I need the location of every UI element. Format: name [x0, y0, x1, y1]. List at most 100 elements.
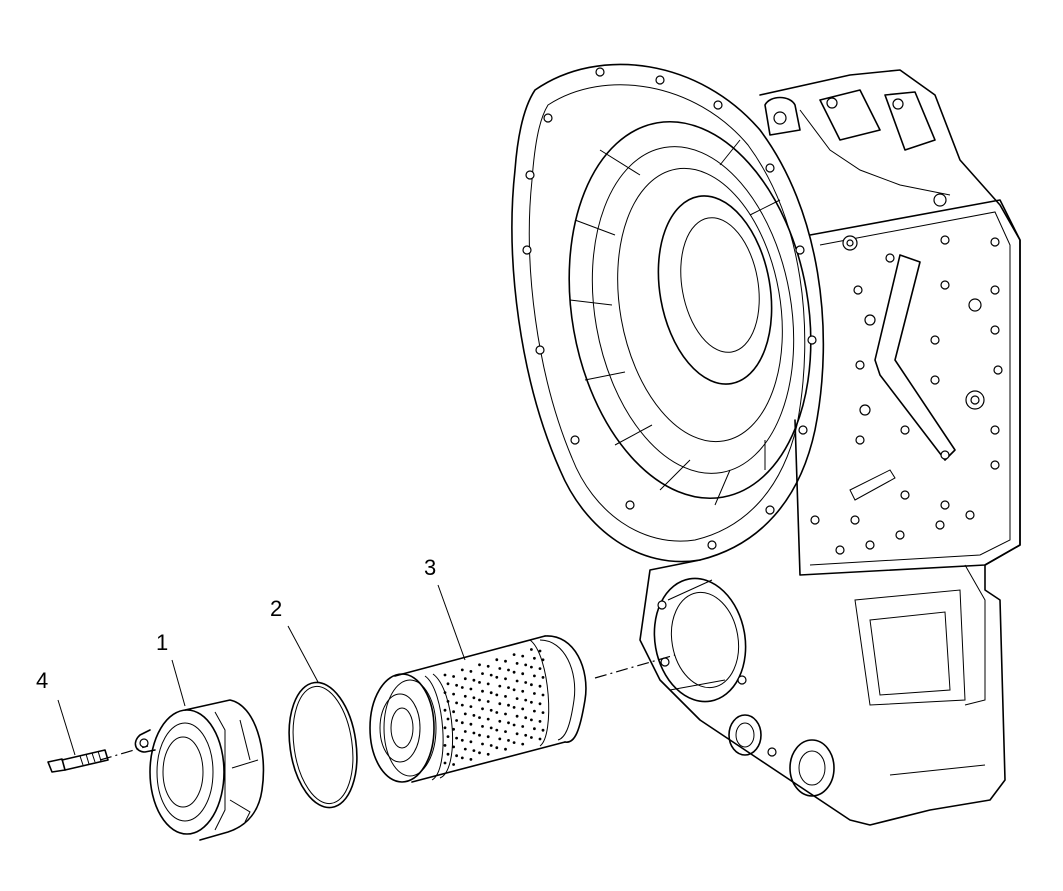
- perforation-dot: [446, 752, 450, 756]
- perforation-dot: [498, 684, 502, 688]
- leader-line-3: [437, 584, 466, 661]
- perforation-dot: [538, 649, 542, 653]
- perforation-dot: [446, 682, 450, 686]
- perforation-dot: [521, 654, 525, 658]
- perforation-dot: [489, 744, 493, 747]
- callout-1: 1: [156, 630, 169, 655]
- perforation-dot: [452, 675, 455, 678]
- assembly-axis-line: [99, 654, 676, 761]
- perforation-dot: [469, 740, 473, 744]
- perforation-dot: [495, 728, 499, 732]
- perforation-dot: [463, 694, 467, 698]
- perforation-dot: [489, 673, 493, 677]
- perforation-dot: [507, 703, 510, 707]
- perforation-dot: [533, 727, 536, 731]
- perforation-dot: [504, 712, 507, 716]
- perforation-dot: [530, 718, 533, 722]
- perforation-dot: [524, 681, 528, 684]
- perforation-dot: [452, 692, 455, 696]
- perforation-dot: [455, 701, 458, 705]
- perforation-dot: [498, 667, 502, 670]
- perforation-dot: [530, 665, 533, 669]
- perforation-dot: [524, 663, 528, 667]
- filter-element-icon: [369, 635, 587, 783]
- perforation-dot: [541, 728, 545, 732]
- perforation-dot: [489, 726, 493, 730]
- perforation-dot: [460, 668, 464, 672]
- perforation-dot: [481, 689, 484, 693]
- perforation-dot: [443, 761, 447, 765]
- perforation-dot: [521, 707, 525, 711]
- perforation-dot: [486, 664, 490, 668]
- perforation-dot: [541, 676, 545, 679]
- perforation-dot: [512, 653, 516, 656]
- perforation-dot: [443, 708, 447, 712]
- perforation-dot: [524, 716, 528, 720]
- perforation-dot: [530, 736, 533, 739]
- perforation-dot: [463, 730, 467, 733]
- perforation-dot: [541, 658, 545, 662]
- perforation-dot: [538, 684, 542, 688]
- perforation-dot: [469, 758, 473, 761]
- perforation-dot: [463, 677, 467, 681]
- perforation-dot: [507, 721, 510, 725]
- perforation-dot: [460, 756, 464, 760]
- perforation-dot: [452, 745, 455, 749]
- perforation-dot: [538, 702, 542, 706]
- perforation-dot: [533, 709, 536, 713]
- perforation-dot: [460, 686, 464, 689]
- perforation-dot: [530, 683, 533, 687]
- perforation-dot: [486, 700, 490, 703]
- perforation-dot: [504, 659, 507, 663]
- perforation-dot: [481, 707, 484, 711]
- perforation-dot: [478, 698, 481, 702]
- transmission-housing-icon: [511, 63, 1021, 826]
- leader-lines: [57, 584, 466, 756]
- perforation-dot: [504, 677, 507, 681]
- perforation-dot: [472, 696, 476, 700]
- perforation-dot: [486, 682, 490, 686]
- perforation-dot: [498, 737, 502, 741]
- perforation-dot: [455, 683, 458, 687]
- perforation-dot: [463, 712, 467, 716]
- perforation-dot: [481, 672, 484, 675]
- callout-3: 3: [424, 555, 437, 580]
- perforation-dot: [478, 733, 481, 737]
- perforation-dot: [524, 698, 528, 702]
- perforation-dot: [515, 679, 519, 683]
- perforation-dot: [486, 752, 490, 756]
- perforation-dot: [469, 705, 473, 708]
- o-ring-icon: [288, 681, 358, 809]
- perforation-dot: [504, 747, 507, 751]
- perforation-dot: [443, 726, 447, 730]
- perforation-dot: [455, 736, 458, 740]
- callout-2: 2: [270, 596, 283, 621]
- perforation-dot: [507, 739, 510, 742]
- leader-line-2: [287, 625, 319, 683]
- perforation-dot: [495, 746, 499, 750]
- perforation-dot: [489, 691, 493, 695]
- perforation-dot: [541, 711, 545, 714]
- perforation-dot: [498, 702, 502, 706]
- perforation-dot: [533, 674, 536, 678]
- perforation-dot: [469, 687, 473, 691]
- perforation-dot: [515, 697, 519, 700]
- perforation-dot: [495, 693, 499, 697]
- bolt-icon: [47, 749, 109, 773]
- perforation-dot: [478, 751, 481, 755]
- perforation-dot: [524, 733, 528, 737]
- perforation-dot: [446, 700, 450, 703]
- perforation-dot: [486, 735, 490, 739]
- perforation-dot: [495, 658, 499, 662]
- perforation-dot: [515, 714, 519, 718]
- perforation-dot: [504, 730, 507, 733]
- leader-line-1: [171, 659, 186, 707]
- perforation-dot: [478, 716, 481, 719]
- perforation-dot: [495, 711, 499, 714]
- perforation-dot: [469, 670, 473, 673]
- perforation-dot: [455, 719, 458, 722]
- perforation-dot: [512, 723, 516, 727]
- perforation-dot: [460, 738, 464, 742]
- perforation-dot: [478, 681, 481, 684]
